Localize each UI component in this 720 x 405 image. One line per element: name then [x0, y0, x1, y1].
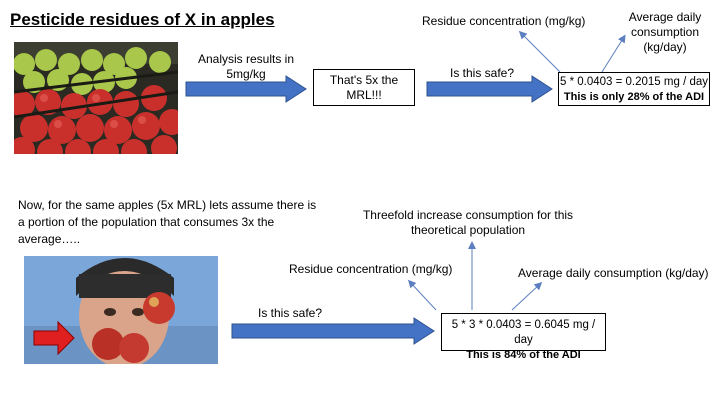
calculation-box-top: 5 * 0.0403 = 0.2015 mg / day This is onl…	[558, 72, 710, 106]
thin-arrow-consumption-top	[601, 34, 626, 73]
calculation-box-bottom: 5 * 3 * 0.0403 = 0.6045 mg / day This is…	[441, 313, 606, 361]
red-arrow-icon	[33, 320, 75, 356]
block-arrow-safe-top	[426, 75, 553, 103]
safe-question-top: Is this safe?	[450, 66, 515, 80]
apples-photo	[14, 42, 178, 154]
safe-question-bottom: Is this safe?	[258, 306, 323, 320]
scenario-intro-text: Now, for the same apples (5x MRL) lets a…	[18, 198, 317, 246]
person-eating-apples-photo	[24, 256, 218, 364]
mrl-box: That's 5x the MRL!!!	[313, 69, 415, 106]
block-arrow-safe-bottom	[231, 317, 435, 345]
page-title: Pesticide residues of X in apples	[10, 10, 275, 29]
block-arrow-analysis	[185, 75, 307, 103]
thin-arrow-residue-bottom	[407, 279, 437, 311]
calc-line-top: 5 * 0.0403 = 0.2015 mg / day	[559, 76, 708, 88]
residue-concentration-label-bottom: Residue concentration (mg/kg)	[289, 262, 453, 276]
daily-consumption-label-top: Average daily consumption (kg/day)	[628, 10, 702, 54]
calc-result-top: This is only 28% of the ADI	[563, 91, 705, 103]
thin-arrow-residue-top	[518, 30, 561, 73]
thin-arrow-consumption-bottom	[511, 281, 543, 311]
calc-result-bottom: This is 84% of the ADI	[466, 349, 581, 361]
threefold-consumption-label: Threefold increase consumption for this …	[362, 208, 574, 237]
residue-concentration-label-top: Residue concentration (mg/kg)	[422, 14, 586, 28]
daily-consumption-label-bottom: Average daily consumption (kg/day)	[518, 266, 709, 280]
calc-line-bottom: 5 * 3 * 0.0403 = 0.6045 mg / day	[451, 319, 596, 346]
analysis-results-label: Analysis results in 5mg/kg	[197, 52, 295, 81]
